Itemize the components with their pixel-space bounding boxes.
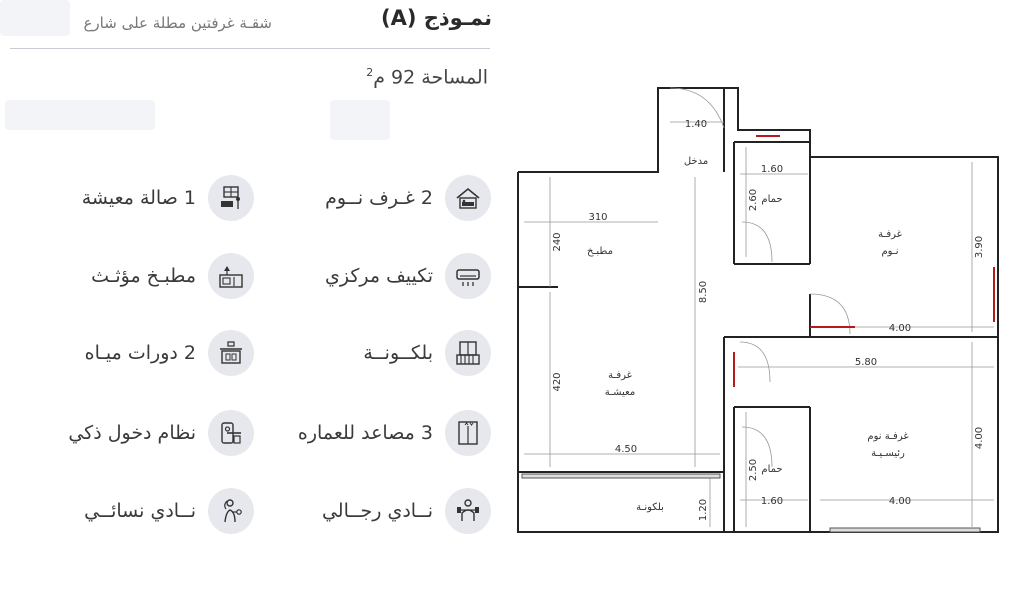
dimension-label: 240 xyxy=(552,232,563,251)
air-conditioner-icon xyxy=(445,253,491,299)
feature-label: تكييف مركزي xyxy=(324,265,433,287)
balcony-icon xyxy=(445,330,491,376)
dimension-label: 2.60 xyxy=(748,189,759,211)
door-swing xyxy=(669,87,725,129)
feature-men-club: نــادي رجــالي xyxy=(322,488,491,534)
door-swing xyxy=(741,426,773,468)
door-swing xyxy=(741,221,773,263)
background-decoration xyxy=(0,0,70,36)
dimension-label: 4.00 xyxy=(889,323,911,334)
feature-balcony: بلكــونــة xyxy=(363,330,491,376)
feature-label: مطبـخ مؤثـث xyxy=(91,265,196,287)
feature-bathrooms: 2 دورات ميـاه xyxy=(85,330,254,376)
room-label: مدخل xyxy=(684,156,708,167)
gym-male-icon xyxy=(445,488,491,534)
feature-label: 3 مصاعد للعماره xyxy=(297,422,433,444)
background-decoration xyxy=(5,100,155,130)
dimension-label: 420 xyxy=(552,372,563,391)
feature-label: نظام دخول ذكي xyxy=(68,422,196,444)
feature-bedrooms: 2 غـرف نــوم xyxy=(325,175,491,221)
feature-smart-entry: نظام دخول ذكي xyxy=(68,410,254,456)
dimension-label: 4.50 xyxy=(615,444,637,455)
dimension-label: 5.80 xyxy=(855,357,877,368)
feature-kitchen: مطبـخ مؤثـث xyxy=(91,253,254,299)
feature-women-club: نــادي نسائــي xyxy=(84,488,254,534)
door-swing xyxy=(739,341,771,383)
dimension-label: 1.60 xyxy=(761,164,783,175)
feature-elevators: 3 مصاعد للعماره xyxy=(298,410,491,456)
feature-label: 1 صالة معيشة xyxy=(81,187,196,209)
header: نمـوذج (A) شقـة غرفتين مطلة على شارع الم… xyxy=(0,0,500,110)
room-label: بلكونـة xyxy=(636,502,664,513)
bathroom-icon xyxy=(208,330,254,376)
area-label: المساحة 92 م2 xyxy=(366,66,488,89)
model-title: نمـوذج (A) xyxy=(380,6,492,30)
dimension-label: 1.20 xyxy=(698,499,709,521)
room-label: غرفـة xyxy=(878,229,902,240)
room-label: غرفـة xyxy=(608,370,632,381)
dimension-label: 8.50 xyxy=(698,281,709,303)
feature-label: 2 غـرف نــوم xyxy=(325,187,433,209)
dimension-label: 1.60 xyxy=(761,496,783,507)
room-label: معيشـة xyxy=(605,387,635,398)
room-label: رئيسـيـة xyxy=(871,448,905,459)
divider xyxy=(10,48,490,49)
feature-ac: تكييف مركزي xyxy=(325,253,491,299)
background-decoration xyxy=(330,100,390,140)
elevator-icon xyxy=(445,410,491,456)
balcony-railing xyxy=(521,473,721,479)
dimension-label: 1.40 xyxy=(685,119,707,130)
smart-lock-icon xyxy=(208,410,254,456)
dimension-label: 3.90 xyxy=(974,236,985,258)
room-label: نـوم xyxy=(881,246,898,257)
bedroom-icon xyxy=(445,175,491,221)
kitchen-icon xyxy=(208,253,254,299)
feature-label: بلكــونــة xyxy=(363,342,433,364)
room-label: مطبـخ xyxy=(587,246,613,257)
feature-label: نــادي نسائــي xyxy=(84,500,196,522)
dimension-label: 310 xyxy=(588,212,607,223)
dimension-label: 2.50 xyxy=(748,459,759,481)
floor-plan: مدخل مطبـخ غرفـة معيشـة حمام حمام غرفـة … xyxy=(510,82,1010,552)
feature-label: 2 دورات ميـاه xyxy=(84,342,196,364)
living-room-icon xyxy=(208,175,254,221)
dimension-label: 4.00 xyxy=(889,496,911,507)
feature-living: 1 صالة معيشة xyxy=(82,175,254,221)
room-label: حمام xyxy=(761,194,782,205)
room-label: حمام xyxy=(761,464,782,475)
feature-label: نــادي رجــالي xyxy=(321,500,433,522)
dimension-label: 4.00 xyxy=(974,427,985,449)
gym-female-icon xyxy=(208,488,254,534)
room-label: غرفـة نوم xyxy=(867,431,908,442)
model-subtitle: شقـة غرفتين مطلة على شارع xyxy=(83,14,272,32)
window xyxy=(829,527,981,533)
